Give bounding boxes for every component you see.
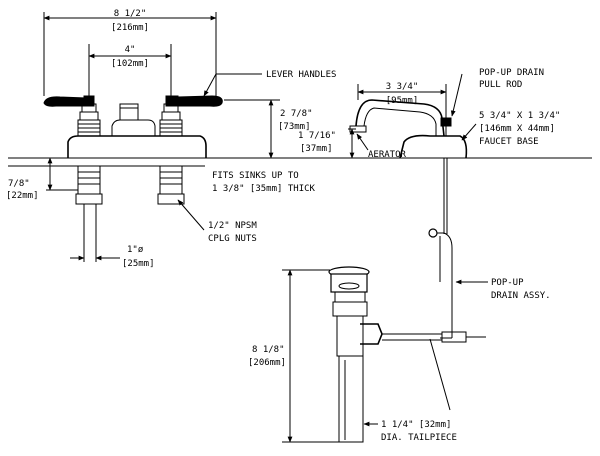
lever-handle-left: [43, 95, 95, 107]
shank-depth-mm-label: [22mm]: [6, 191, 39, 201]
callout-popup-rod: POP-UP DRAIN PULL ROD: [450, 68, 544, 117]
faucet-base-label: FAUCET BASE: [479, 137, 539, 147]
handle-height-mm-label: [73mm]: [278, 122, 311, 132]
dim-spout-height: 1 7/16" [37mm]: [298, 128, 356, 159]
tailpiece-label-2: DIA. TAILPIECE: [381, 433, 457, 443]
lever-handles-label: LEVER HANDLES: [266, 70, 336, 80]
base-size-label: 5 3/4" X 1 3/4": [479, 111, 560, 121]
center-spacing-mm-label: [102mm]: [111, 59, 149, 69]
tailpiece-label-1: 1 1/4" [32mm]: [381, 420, 451, 430]
callout-lever-handles: LEVER HANDLES: [203, 70, 336, 97]
spout: [349, 99, 468, 159]
dim-spout-reach: 3 3/4" [95mm]: [357, 82, 447, 118]
callout-sink-thickness: FITS SINKS UP TO 1 3/8" [35mm] THICK: [212, 171, 316, 194]
popup-assy-label-1: POP-UP: [491, 278, 524, 288]
callout-tailpiece: 1 1/4" [32mm] DIA. TAILPIECE: [363, 420, 457, 443]
base-size-mm-label: [146mm X 44mm]: [479, 124, 555, 134]
aerator-label: AERATOR: [368, 150, 407, 160]
callout-faucet-base: 5 3/4" X 1 3/4" [146mm X 44mm] FAUCET BA…: [461, 111, 560, 147]
sink-deck: [8, 157, 592, 167]
shank-depth-label: 7/8": [8, 179, 30, 189]
tailpiece-length-mm-label: [206mm]: [248, 358, 286, 368]
shank-left: [75, 165, 103, 252]
spout-reach-label: 3 3/4": [386, 82, 419, 92]
overall-width-label: 8 1/2": [114, 9, 147, 19]
dim-shank-depth: 7/8" [22mm]: [6, 157, 78, 201]
dim-tailpiece-length: 8 1/8" [206mm]: [248, 269, 340, 443]
dim-overall-width: 8 1/2" [216mm]: [43, 9, 217, 96]
spout-reach-mm-label: [95mm]: [386, 96, 419, 106]
npsm-label-1: 1/2" NPSM: [208, 221, 257, 231]
shank-right: [157, 165, 185, 205]
popup-pull-rod: [428, 158, 453, 411]
spout-height-label: 1 7/16": [298, 131, 336, 141]
fits-sinks-label-2: 1 3/8" [35mm] THICK: [212, 184, 316, 194]
dim-center-spacing: 4" [102mm]: [88, 44, 172, 96]
npsm-label-2: CPLG NUTS: [208, 234, 257, 244]
shank-dia-label: 1"ø: [127, 245, 144, 255]
callout-popup-assy: POP-UP DRAIN ASSY.: [455, 278, 551, 301]
lever-handle-right: [165, 95, 223, 107]
fits-sinks-label-1: FITS SINKS UP TO: [212, 171, 299, 181]
popup-drain-assembly: [328, 266, 486, 443]
faucet-body: [67, 103, 207, 158]
handle-height-label: 2 7/8": [280, 109, 313, 119]
center-spacing-label: 4": [125, 45, 136, 55]
popup-rod-label-1: POP-UP DRAIN: [479, 68, 544, 78]
popup-assy-label-2: DRAIN ASSY.: [491, 291, 551, 301]
callout-aerator: AERATOR: [356, 133, 407, 160]
popup-rod-label-2: PULL ROD: [479, 80, 522, 90]
overall-width-mm-label: [216mm]: [111, 23, 149, 33]
dim-handle-height: 2 7/8" [73mm]: [224, 99, 313, 159]
shank-dia-mm-label: [25mm]: [122, 259, 155, 269]
spout-height-mm-label: [37mm]: [300, 144, 333, 154]
callout-npsm-nuts: 1/2" NPSM CPLG NUTS: [177, 199, 257, 244]
tailpiece-length-label: 8 1/8": [252, 345, 285, 355]
dim-shank-dia: 1"ø [25mm]: [70, 245, 155, 269]
